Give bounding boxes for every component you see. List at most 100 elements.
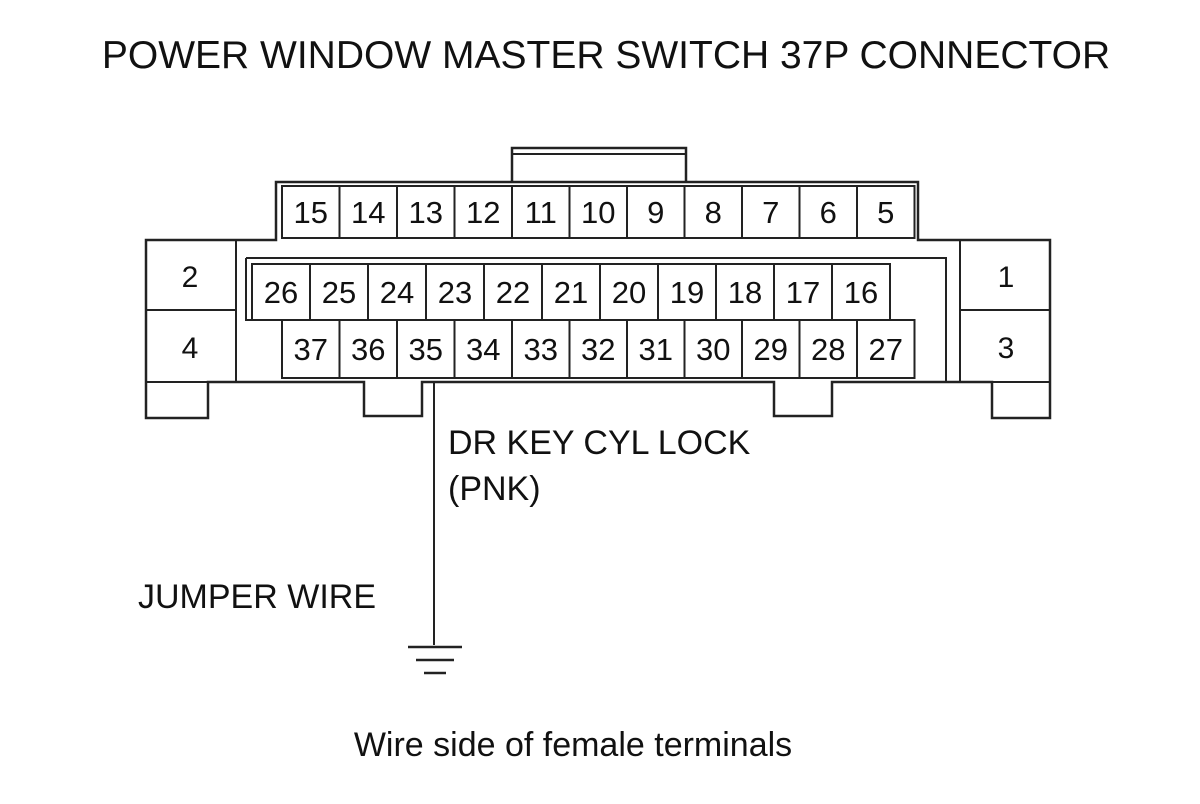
jumper-wire-label: JUMPER WIRE xyxy=(138,578,376,616)
pin-18-cell: 18 xyxy=(715,263,775,321)
pin-2-label: 2 xyxy=(182,261,199,294)
pin-13-cell: 13 xyxy=(396,185,456,239)
pin-9-cell: 9 xyxy=(626,185,686,239)
pin-18-label: 18 xyxy=(728,275,762,310)
pin-21-box xyxy=(541,263,601,321)
pin-26-label: 26 xyxy=(264,275,298,310)
pin-29-box xyxy=(741,319,801,379)
pin-19-box xyxy=(657,263,717,321)
pin-27-box xyxy=(856,319,916,379)
pin-23-cell: 23 xyxy=(425,263,485,321)
pin-22-box xyxy=(483,263,543,321)
pin-10-box xyxy=(568,185,628,239)
pin-27-cell: 27 xyxy=(856,319,916,379)
terminal-label-line1: DR KEY CYL LOCK xyxy=(448,424,751,462)
pin-34-label: 34 xyxy=(466,332,500,367)
pin-20-label: 20 xyxy=(612,275,646,310)
pin-24-label: 24 xyxy=(380,275,414,310)
pin-19-cell: 19 xyxy=(657,263,717,321)
pin-32-cell: 32 xyxy=(568,319,628,379)
pin-10-label: 10 xyxy=(581,195,615,230)
pin-27-label: 27 xyxy=(869,332,903,367)
pin-17-box xyxy=(773,263,833,321)
pin-5-cell: 5 xyxy=(856,185,916,239)
pin-6-cell: 6 xyxy=(798,185,858,239)
pin-7-box xyxy=(741,185,801,239)
pin-37-box xyxy=(281,319,341,379)
pin-11-cell: 11 xyxy=(511,185,571,239)
pin-25-box xyxy=(309,263,369,321)
pin-17-label: 17 xyxy=(786,275,820,310)
pin-24-box xyxy=(367,263,427,321)
pin-20-cell: 20 xyxy=(599,263,659,321)
pin-7-cell: 7 xyxy=(741,185,801,239)
pin-3-label: 3 xyxy=(998,332,1015,365)
pin-14-box xyxy=(338,185,398,239)
pin-31-box xyxy=(626,319,686,379)
pin-16-box xyxy=(831,263,891,321)
caption: Wire side of female terminals xyxy=(354,726,792,764)
pin-14-cell: 14 xyxy=(338,185,398,239)
pin-12-cell: 12 xyxy=(453,185,513,239)
pin-14-label: 14 xyxy=(351,195,385,230)
pin-34-cell: 34 xyxy=(453,319,513,379)
pin-17-cell: 17 xyxy=(773,263,833,321)
pin-28-label: 28 xyxy=(811,332,845,367)
pin-11-box xyxy=(511,185,571,239)
connector-housing xyxy=(144,180,1052,420)
pin-7-label: 7 xyxy=(762,195,779,230)
pin-12-box xyxy=(453,185,513,239)
pin-31-cell: 31 xyxy=(626,319,686,379)
pin-10-cell: 10 xyxy=(568,185,628,239)
pin-33-cell: 33 xyxy=(511,319,571,379)
pin-19-label: 19 xyxy=(670,275,704,310)
pin-37-label: 37 xyxy=(294,332,328,367)
pin-31-label: 31 xyxy=(639,332,673,367)
pin-29-cell: 29 xyxy=(741,319,801,379)
pin-5-label: 5 xyxy=(877,195,894,230)
pin-row-middle: 26 25 24 23 22 21 20 19 18 17 16 xyxy=(251,263,891,321)
pin-33-box xyxy=(511,319,571,379)
pin-23-box xyxy=(425,263,485,321)
pin-36-box xyxy=(338,319,398,379)
pin-26-box xyxy=(251,263,311,321)
pin-row-top: 15 14 13 12 11 10 9 8 7 6 5 xyxy=(281,185,916,239)
pin-6-label: 6 xyxy=(820,195,837,230)
pin-16-label: 16 xyxy=(844,275,878,310)
pin-35-label: 35 xyxy=(409,332,443,367)
pin-8-label: 8 xyxy=(705,195,722,230)
pin-26-cell: 26 xyxy=(251,263,311,321)
pin-21-label: 21 xyxy=(554,275,588,310)
pin-8-cell: 8 xyxy=(683,185,743,239)
pin-33-label: 33 xyxy=(524,332,558,367)
pin-30-box xyxy=(683,319,743,379)
pin-15-box xyxy=(281,185,341,239)
pin-11-label: 11 xyxy=(525,195,557,230)
pin-30-cell: 30 xyxy=(683,319,743,379)
pin-36-cell: 36 xyxy=(338,319,398,379)
pin-25-cell: 25 xyxy=(309,263,369,321)
pin-16-cell: 16 xyxy=(831,263,891,321)
pin-32-label: 32 xyxy=(581,332,615,367)
pin-28-cell: 28 xyxy=(798,319,858,379)
pin-22-cell: 22 xyxy=(483,263,543,321)
pin-35-cell: 35 xyxy=(396,319,456,379)
pin-12-label: 12 xyxy=(466,195,500,230)
pin-34-box xyxy=(453,319,513,379)
pin-30-label: 30 xyxy=(696,332,730,367)
pin-4-label: 4 xyxy=(182,332,199,365)
pin-row-bottom: 37 36 35 34 33 32 31 30 29 28 27 xyxy=(281,319,916,379)
pin-25-label: 25 xyxy=(322,275,356,310)
pin-36-label: 36 xyxy=(351,332,385,367)
pin-21-cell: 21 xyxy=(541,263,601,321)
diagram-title: POWER WINDOW MASTER SWITCH 37P CONNECTOR xyxy=(102,34,1110,77)
pin-22-label: 22 xyxy=(496,275,530,310)
pin-15-label: 15 xyxy=(294,195,328,230)
pin-23-label: 23 xyxy=(438,275,472,310)
pin-15-cell: 15 xyxy=(281,185,341,239)
pin-9-label: 9 xyxy=(647,195,664,230)
pin-1-label: 1 xyxy=(998,261,1015,294)
pin-13-label: 13 xyxy=(409,195,443,230)
ground-symbol-icon xyxy=(408,645,462,675)
